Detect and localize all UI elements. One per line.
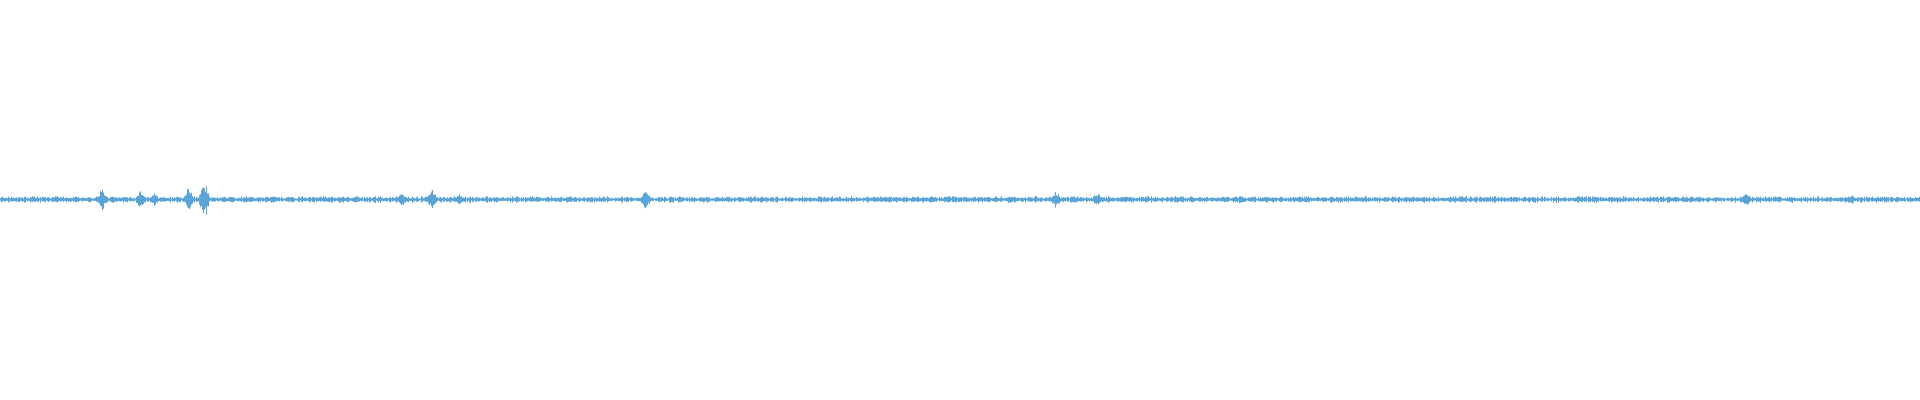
waveform-trace: [0, 186, 1920, 215]
